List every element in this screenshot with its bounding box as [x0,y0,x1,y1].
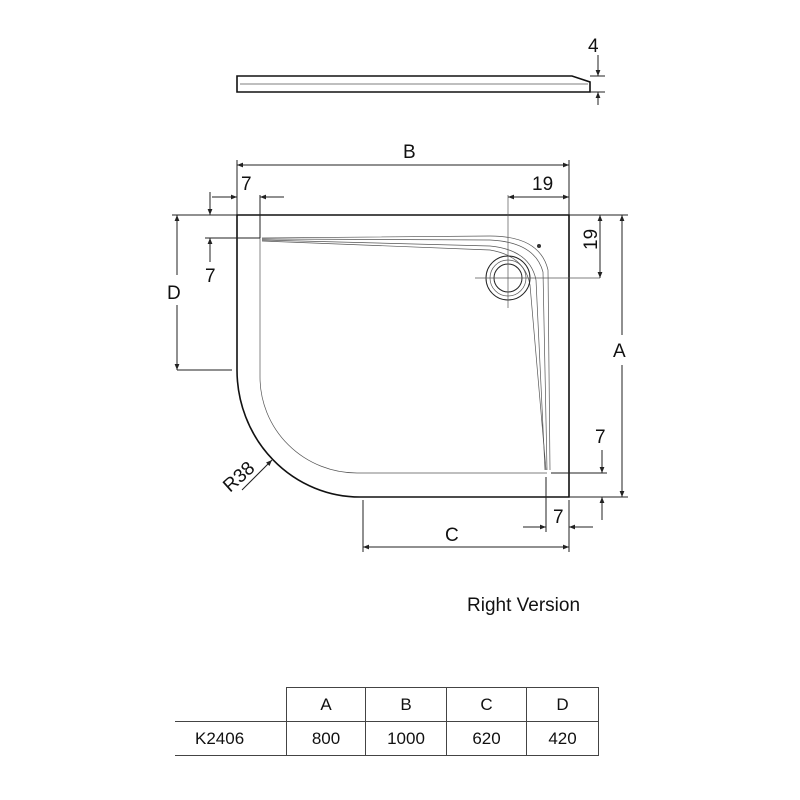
rim-top-label: 7 [241,174,252,195]
dim-A-label: A [613,341,626,362]
table-row: K2406 800 1000 620 420 [175,721,599,756]
dim-D-label: D [167,283,181,304]
header-B: B [365,687,447,722]
rim-right-label: 7 [595,427,606,448]
tray-plan-view [236,195,600,498]
header-D: D [526,687,599,722]
overflow-icon [537,244,541,248]
thickness-label: 4 [588,36,599,57]
model-cell: K2406 [175,721,287,756]
version-caption: Right Version [467,595,581,616]
dimensions: B 7 19 7 D 19 A 7 C 7 [167,142,628,552]
value-C: 620 [446,721,527,756]
dim-C-label: C [445,525,459,546]
drain-offset-y-label: 19 [581,229,602,250]
value-D: 420 [526,721,599,756]
dim-B-label: B [403,142,416,163]
radius-label: R38 [219,458,259,497]
table-header-row: A B C D [175,687,599,722]
rim-left-label: 7 [205,266,216,287]
header-C: C [446,687,527,722]
drain-offset-x-label: 19 [532,174,553,195]
value-B: 1000 [365,721,447,756]
side-view: 4 [236,36,605,105]
value-A: 800 [286,721,366,756]
header-A: A [286,687,366,722]
drain-icon [475,195,600,308]
dimensions-table: A B C D K2406 800 1000 620 420 [175,687,599,756]
rim-bottom-label: 7 [553,507,564,528]
